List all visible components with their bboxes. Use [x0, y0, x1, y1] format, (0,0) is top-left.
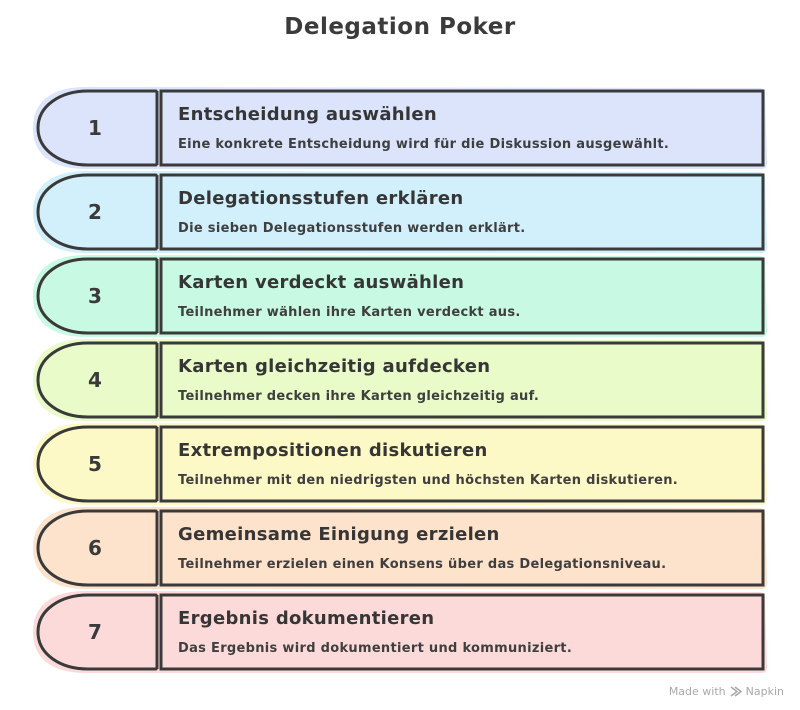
step-number-tab — [36, 341, 158, 419]
step-number-tab — [36, 257, 158, 335]
step-heading: Gemeinsame Einigung erzielen — [178, 524, 500, 545]
step-description: Teilnehmer wählen ihre Karten verdeckt a… — [178, 305, 521, 320]
step-number: 7 — [88, 620, 102, 644]
step-heading: Ergebnis dokumentieren — [178, 608, 435, 629]
step-color-fill — [33, 507, 767, 589]
step-number-tab — [36, 509, 158, 587]
step-background — [33, 171, 767, 253]
step-background — [33, 87, 767, 169]
step-number: 1 — [88, 116, 102, 140]
step-heading: Extrempositionen diskutieren — [178, 440, 488, 461]
step-number: 4 — [88, 368, 102, 392]
step-heading: Karten gleichzeitig aufdecken — [178, 356, 491, 377]
step-content-box — [159, 425, 765, 503]
step-description: Teilnehmer mit den niedrigsten und höchs… — [178, 473, 679, 488]
napkin-logo-icon — [730, 686, 742, 697]
step-number: 3 — [88, 284, 102, 308]
step-number-tab — [36, 89, 158, 167]
step-number: 6 — [88, 536, 102, 560]
step-content-box — [159, 341, 765, 419]
footer: Made with Napkin — [669, 685, 784, 698]
step-color-fill — [33, 87, 767, 169]
step-description: Teilnehmer decken ihre Karten gleichzeit… — [178, 389, 540, 404]
step-description: Das Ergebnis wird dokumentiert und kommu… — [178, 641, 573, 656]
step-description: Teilnehmer erzielen einen Konsens über d… — [178, 557, 667, 572]
step-description: Die sieben Delegationsstufen werden erkl… — [178, 221, 526, 236]
step-color-fill — [33, 255, 767, 337]
step-description: Eine konkrete Entscheidung wird für die … — [178, 137, 670, 152]
step-number-tab — [36, 593, 158, 671]
step-content-box — [159, 89, 765, 167]
step-background — [33, 507, 767, 589]
step-color-fill — [33, 339, 767, 421]
made-with-label: Made with — [668, 685, 726, 698]
napkin-brand-label: Napkin — [745, 685, 784, 698]
step-heading: Delegationsstufen erklären — [178, 188, 464, 209]
step-color-fill — [33, 591, 767, 673]
step-content-box — [159, 593, 765, 671]
step-content-box — [159, 173, 765, 251]
page-title: Delegation Poker — [284, 14, 516, 40]
step-color-fill — [33, 423, 767, 505]
step-number-tab — [36, 173, 158, 251]
step-number-tab — [36, 425, 158, 503]
step-color-fill — [33, 171, 767, 253]
step-background — [33, 339, 767, 421]
step-background — [33, 255, 767, 337]
step-heading: Karten verdeckt auswählen — [178, 272, 465, 293]
step-content-box — [159, 257, 765, 335]
step-number: 2 — [88, 200, 102, 224]
step-content-box — [159, 509, 765, 587]
step-background — [33, 423, 767, 505]
step-number: 5 — [88, 452, 102, 476]
step-background — [33, 591, 767, 673]
step-heading: Entscheidung auswählen — [178, 104, 438, 125]
